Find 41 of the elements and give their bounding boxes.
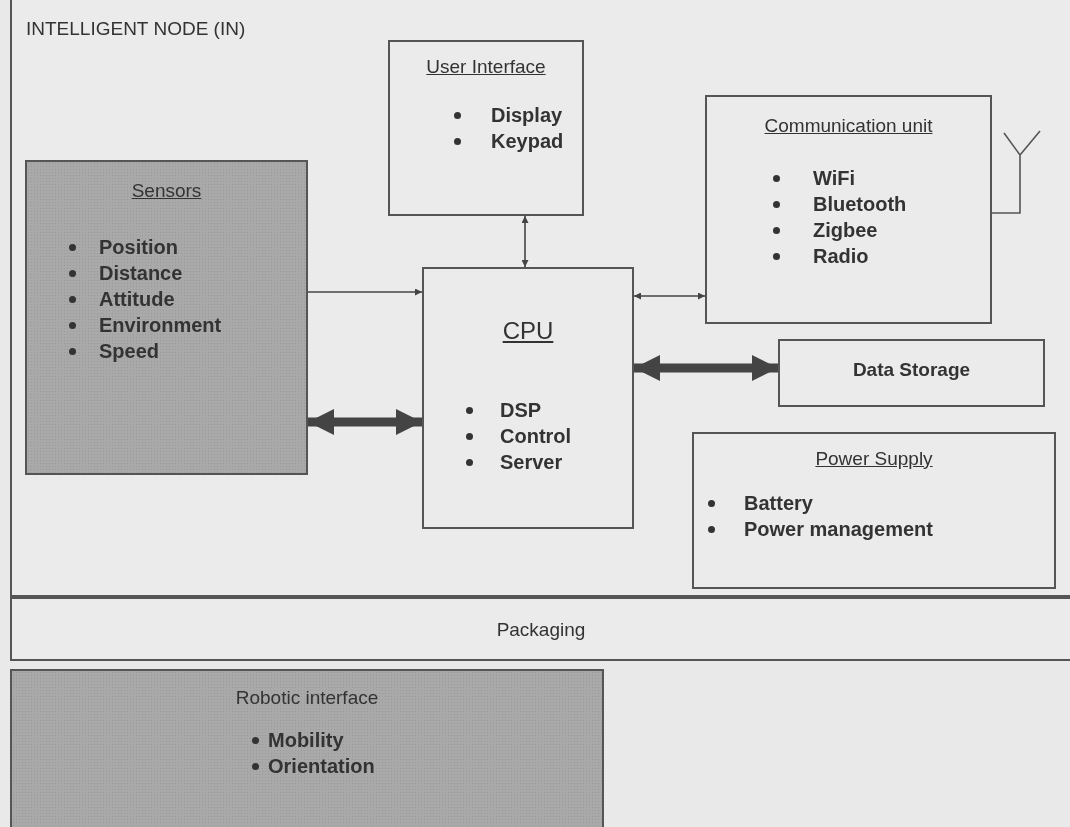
bullet-item: Power management — [708, 516, 933, 542]
bullet-item: Control — [466, 423, 572, 449]
arrow — [634, 355, 778, 381]
box-heading: Communication unit — [764, 115, 933, 137]
box-heading: User Interface — [426, 56, 546, 78]
box-heading: Data Storage — [852, 359, 971, 381]
bullet-item: Speed — [69, 338, 222, 364]
component-box — [692, 432, 1056, 589]
box-heading: Sensors — [131, 180, 202, 202]
box-heading: Robotic interface — [235, 687, 379, 709]
bullet-item: Server — [466, 449, 572, 475]
bullet-item: Environment — [69, 312, 222, 338]
bullet-item: Display — [454, 102, 564, 128]
bullet-item: Mobility — [252, 727, 375, 753]
bullet-item: Attitude — [69, 286, 222, 312]
box-heading: CPU — [502, 317, 554, 345]
arrow — [308, 409, 422, 435]
bullet-item: Battery — [708, 490, 933, 516]
bullet-item: Position — [69, 234, 222, 260]
component-box — [422, 267, 634, 529]
bullet-item: Radio — [773, 243, 907, 269]
bullet-item: Bluetooth — [773, 191, 907, 217]
bullet-item: DSP — [466, 397, 572, 423]
bullet-item: Distance — [69, 260, 222, 286]
packaging-band — [10, 597, 1070, 661]
bullet-item: Zigbee — [773, 217, 907, 243]
arrow — [633, 292, 706, 300]
component-box — [388, 40, 584, 216]
component-box — [10, 669, 604, 827]
bullet-item: Keypad — [454, 128, 564, 154]
frame-title: INTELLIGENT NODE (IN) — [26, 18, 246, 40]
component-box — [705, 95, 992, 324]
arrow — [307, 288, 423, 296]
component-box — [778, 339, 1045, 407]
band-label: Packaging — [496, 619, 586, 641]
arrow — [521, 215, 529, 268]
bullet-item: WiFi — [773, 165, 907, 191]
bullet-item: Orientation — [252, 753, 375, 779]
box-heading: Power Supply — [815, 448, 933, 470]
component-box — [25, 160, 308, 475]
system-frame — [10, 0, 1070, 597]
